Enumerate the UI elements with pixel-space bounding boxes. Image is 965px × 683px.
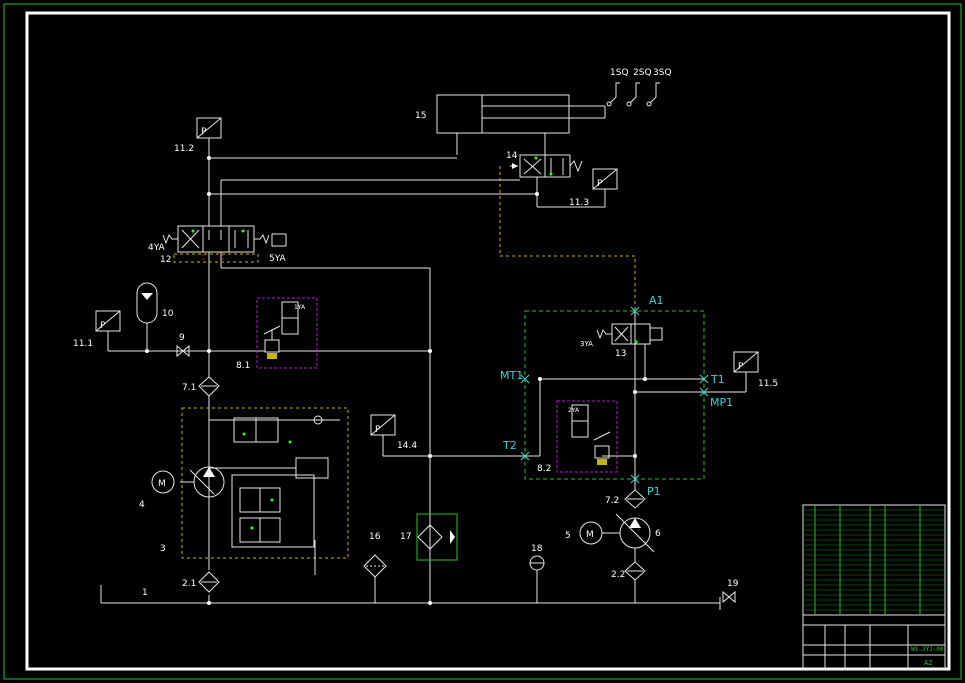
v13-label: 13 bbox=[615, 349, 626, 359]
valve-19 bbox=[722, 590, 736, 604]
pilot-line bbox=[499, 166, 636, 310]
title-block-rows bbox=[803, 509, 945, 611]
p111-label: 11.1 bbox=[73, 339, 93, 349]
valve-14 bbox=[510, 154, 583, 178]
v81-label: 8.1 bbox=[236, 361, 250, 371]
p-glyph: P bbox=[201, 127, 207, 137]
filter-7-1 bbox=[198, 376, 220, 397]
f22-label: 2.2 bbox=[611, 570, 625, 580]
inner-frame bbox=[25, 11, 951, 671]
drawing-no: WS-JYJ-00 bbox=[911, 646, 944, 653]
port-p1: P1 bbox=[647, 485, 661, 498]
cyl-label: 15 bbox=[415, 111, 426, 121]
cooler-17 bbox=[416, 513, 458, 561]
gauge-18 bbox=[529, 555, 545, 571]
port-mt1: MT1 bbox=[500, 369, 523, 382]
pressure-switch-11-5 bbox=[733, 351, 759, 392]
port-markers bbox=[520, 306, 709, 484]
cylinder-15 bbox=[436, 94, 606, 155]
m5-label: 5 bbox=[565, 531, 571, 541]
pressure-switch-11-3 bbox=[592, 168, 618, 207]
f21-label: 2.1 bbox=[182, 579, 196, 589]
port-t2: T2 bbox=[502, 439, 517, 452]
motor-4 bbox=[151, 470, 175, 494]
valve-13 bbox=[596, 323, 663, 379]
filter-7-2 bbox=[624, 489, 646, 509]
ya2-label: 2YA bbox=[568, 407, 580, 414]
motor-m-glyph: M bbox=[586, 530, 594, 540]
pressure-switch-14-4 bbox=[370, 414, 396, 456]
motor-m-glyph: M bbox=[158, 479, 166, 489]
valve-9 bbox=[176, 344, 190, 358]
outer-frame bbox=[3, 3, 962, 680]
port-t1: T1 bbox=[710, 373, 725, 386]
v14-label: 14 bbox=[506, 151, 518, 161]
limit-switches bbox=[606, 82, 660, 107]
title-block bbox=[802, 504, 946, 670]
port-a1: A1 bbox=[649, 294, 664, 307]
sensor-3sq: 3SQ bbox=[653, 68, 672, 78]
valve-12 bbox=[162, 225, 287, 263]
pump6-label: 6 bbox=[655, 529, 661, 539]
filter-2-2 bbox=[624, 561, 646, 581]
ya1-label: 1YA bbox=[294, 304, 306, 311]
v9-label: 9 bbox=[179, 333, 185, 343]
p115-label: 11.5 bbox=[758, 379, 778, 389]
motor4-label: 4 bbox=[139, 500, 145, 510]
f71-label: 7.1 bbox=[182, 383, 196, 393]
f17-label: 17 bbox=[400, 532, 411, 542]
filter-2-1 bbox=[198, 571, 220, 593]
acc-label: 10 bbox=[162, 309, 174, 319]
pump-block-3 bbox=[180, 407, 349, 575]
p-glyph: P bbox=[738, 362, 744, 372]
port-mp1: MP1 bbox=[710, 396, 733, 409]
g18-label: 18 bbox=[531, 544, 543, 554]
relief-valve-8-1 bbox=[256, 297, 318, 369]
f72-label: 7.2 bbox=[605, 496, 619, 506]
ya3-label: 3YA bbox=[580, 340, 593, 348]
p112-label: 11.2 bbox=[174, 144, 194, 154]
p144-label: 14.4 bbox=[397, 441, 417, 451]
tank1-label: 1 bbox=[142, 588, 148, 598]
filter-16 bbox=[363, 554, 387, 578]
ya4-label: 4YA bbox=[148, 243, 166, 253]
p-glyph: P bbox=[597, 179, 603, 189]
ya5-label: 5YA bbox=[269, 254, 287, 264]
pressure-switch-11-1 bbox=[95, 310, 121, 351]
pump3-label: 3 bbox=[160, 544, 166, 554]
v82-label: 8.2 bbox=[537, 464, 551, 474]
sheet-size: A2 bbox=[924, 659, 932, 667]
sensor-1sq: 1SQ bbox=[610, 68, 629, 78]
pressure-switch-11-2 bbox=[196, 117, 222, 160]
p-glyph: P bbox=[375, 425, 381, 435]
accumulator-10 bbox=[136, 282, 158, 351]
motor-5 bbox=[579, 521, 620, 545]
v19-label: 19 bbox=[727, 579, 739, 589]
p113-label: 11.3 bbox=[569, 198, 589, 208]
relief-valve-8-2 bbox=[556, 400, 635, 473]
v12-label: 12 bbox=[160, 255, 171, 265]
f16-label: 16 bbox=[369, 532, 381, 542]
pump-6 bbox=[615, 513, 655, 553]
sensor-2sq: 2SQ bbox=[633, 68, 652, 78]
p-glyph: P bbox=[100, 321, 106, 331]
